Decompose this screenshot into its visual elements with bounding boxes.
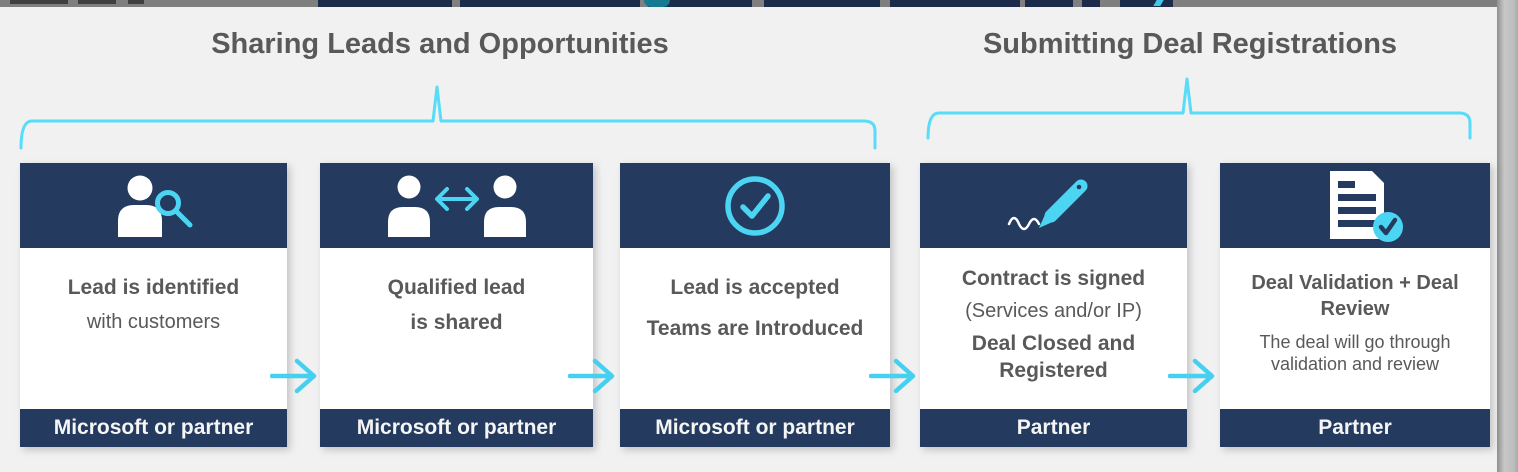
artifact-segment (1082, 0, 1100, 7)
pen-signature-icon (1007, 179, 1087, 230)
artifact-segment (318, 0, 452, 7)
card-text-line: Teams are Introduced (646, 317, 864, 341)
person-search-icon (117, 175, 192, 237)
step-card-contract-signed: Contract is signed (Services and/or IP) … (920, 163, 1187, 447)
step-card-qualified-lead: Qualified lead is shared Microsoft or pa… (320, 163, 593, 447)
card-icon-header (620, 163, 890, 248)
artifact-icon-fragment (644, 0, 670, 7)
artifact-segment (1120, 0, 1173, 7)
card-text-line: Lead is accepted (670, 276, 840, 299)
card-text-line: Deal Closed and Registered (971, 332, 1136, 382)
artifact-segment (1025, 0, 1073, 7)
artifact-mark (128, 0, 144, 4)
card-owner-label: Partner (920, 409, 1187, 447)
card-text-line: (Services and/or IP) (965, 300, 1142, 323)
section-brace-left (19, 85, 877, 150)
card-body: Deal Validation + Deal Review The deal w… (1220, 248, 1490, 409)
card-body: Qualified lead is shared (320, 248, 593, 409)
cropped-top-artifact (0, 0, 1518, 7)
section-title-sharing-leads: Sharing Leads and Opportunities (211, 28, 669, 60)
card-body: Contract is signed (Services and/or IP) … (920, 248, 1187, 409)
card-text-line: Deal Validation + Deal Review (1251, 272, 1459, 320)
flow-arrow-icon (869, 358, 916, 394)
card-owner-label: Partner (1220, 409, 1490, 447)
artifact-segment (460, 0, 640, 7)
artifact-mark (10, 0, 68, 4)
card-owner-label: Microsoft or partner (320, 409, 593, 447)
document-check-icon (1330, 170, 1403, 242)
card-icon-header (320, 163, 593, 248)
card-text-line: Contract is signed (961, 267, 1146, 290)
step-card-lead-accepted: Lead is accepted Teams are Introduced Mi… (620, 163, 890, 447)
flow-arrow-icon (270, 358, 317, 394)
card-icon-header (1220, 163, 1490, 248)
step-card-lead-identified: Lead is identified with customers Micros… (20, 163, 287, 447)
flow-arrow-icon (1168, 358, 1215, 394)
artifact-segment (648, 0, 752, 7)
card-text-line: Lead is identified (67, 276, 240, 299)
artifact-segment (764, 0, 880, 7)
card-body: Lead is accepted Teams are Introduced (620, 248, 890, 409)
artifact-mark (78, 0, 116, 4)
window-edge (1497, 0, 1518, 472)
flow-arrow-icon (568, 358, 615, 394)
card-icon-header (20, 163, 287, 248)
people-exchange-icon (387, 175, 526, 237)
section-brace-right (926, 77, 1472, 140)
card-text-line: Qualified lead (387, 276, 526, 299)
card-icon-header (920, 163, 1187, 248)
check-circle-icon (725, 175, 785, 236)
card-owner-label: Microsoft or partner (620, 409, 890, 447)
section-title-deal-registrations: Submitting Deal Registrations (982, 28, 1398, 60)
card-body: Lead is identified with customers (20, 248, 287, 409)
card-text-line: The deal will go through validation and … (1259, 332, 1451, 374)
step-card-deal-validation: Deal Validation + Deal Review The deal w… (1220, 163, 1490, 447)
card-owner-label: Microsoft or partner (20, 409, 287, 447)
artifact-segment (890, 0, 1020, 7)
card-text-line: with customers (86, 311, 221, 334)
card-text-line: is shared (410, 311, 503, 335)
